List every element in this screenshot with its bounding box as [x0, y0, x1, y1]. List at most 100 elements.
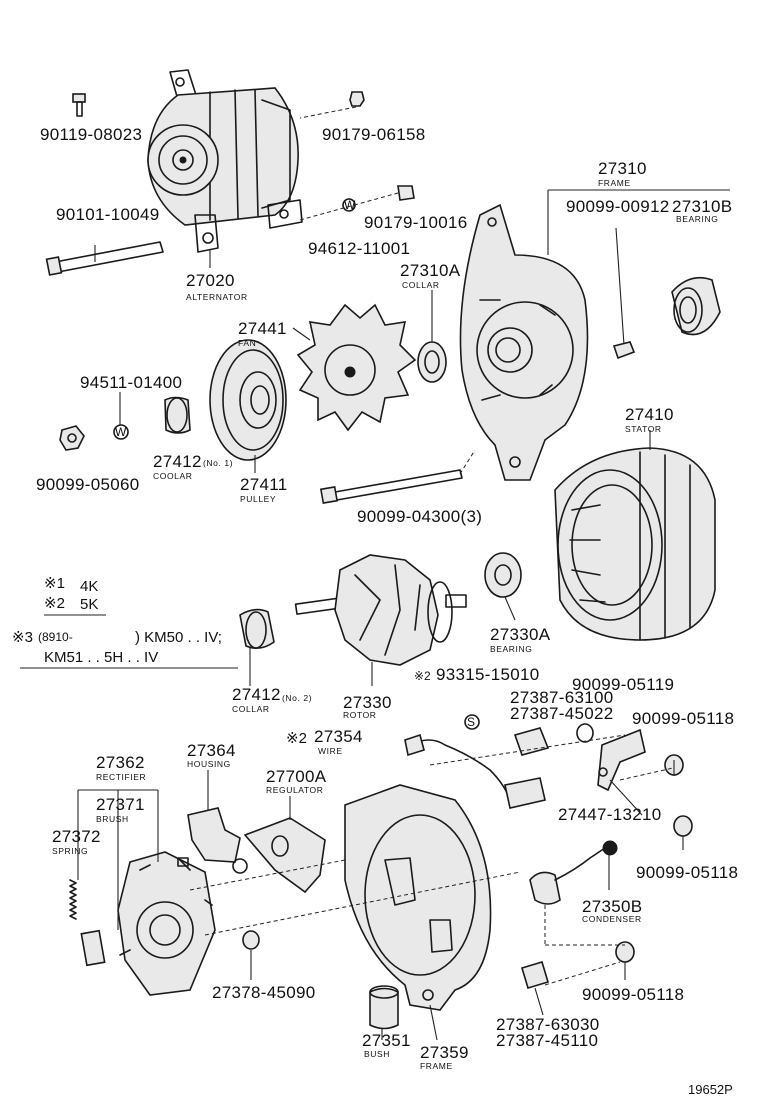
label-27410: 27410: [625, 405, 674, 424]
label-brush: BRUSH: [96, 814, 129, 824]
label-27310a: 27310A: [400, 261, 461, 280]
note-1-mark: ※1: [44, 575, 65, 592]
label-wire: WIRE: [318, 746, 343, 756]
label-stator: STATOR: [625, 424, 662, 434]
nut-90179-06158-drawing: [299, 91, 365, 119]
wire-27354-drawing: S: [404, 714, 546, 809]
label-27350b: 27350B: [582, 897, 642, 916]
label-27371: 27371: [96, 795, 145, 814]
label-27362: 27362: [96, 753, 145, 772]
label-27447-13210: 27447-13210: [558, 805, 662, 824]
label-27411: 27411: [240, 475, 288, 494]
fan-drawing: [296, 303, 417, 432]
svg-text:W: W: [115, 425, 127, 439]
label-pulley: PULLEY: [240, 494, 276, 504]
washer-nut-94612-drawing: W: [299, 185, 415, 221]
label-90099-05119: 90099-05119: [572, 675, 674, 694]
note-3-a: (8910-: [38, 630, 73, 644]
pulley-drawing: [209, 339, 287, 461]
label-27359: 27359: [420, 1043, 469, 1062]
label-27441: 27441: [238, 319, 287, 338]
label-27310: 27310: [598, 159, 647, 178]
label-93315-mark: ※2: [414, 669, 431, 683]
label-condenser: CONDENSER: [582, 914, 642, 924]
label-bush: BUSH: [364, 1049, 390, 1059]
nut-90099-05060-drawing: [59, 425, 85, 451]
nut-90099-05118-mid-drawing: [673, 815, 693, 837]
label-no2: (No. 2): [282, 693, 312, 703]
label-frame-top: FRAME: [598, 178, 631, 188]
rectifier-end-frame-drawing: [344, 784, 492, 1011]
note-3-mark: ※3: [12, 629, 33, 646]
label-coolar: COOLAR: [153, 471, 193, 481]
label-spring: SPRING: [52, 846, 88, 856]
bearing-27330a-drawing: [484, 552, 522, 598]
note-2-text: 5K: [80, 596, 98, 613]
bearing-27310b-drawing: [671, 276, 721, 336]
label-90099-04300: 90099-04300(3): [357, 507, 482, 526]
brush-housing-drawing: [187, 807, 248, 874]
label-94612-11001: 94612-11001: [308, 239, 410, 258]
note-2-mark: ※2: [44, 595, 65, 612]
rotor-drawing: [294, 554, 467, 666]
rectifier-drawing: [117, 851, 216, 996]
label-bearing-mid: BEARING: [490, 644, 532, 654]
label-27387-45110: 27387-45110: [496, 1031, 598, 1050]
spring-27372-drawing: [69, 879, 77, 920]
label-27412-no2: 27412: [232, 685, 281, 704]
label-90099-05118-c: 90099-05118: [582, 985, 684, 1004]
label-27700a: 27700A: [266, 767, 327, 786]
collar-27310a-drawing: [417, 341, 447, 383]
insulator-27387-63100-drawing: [513, 723, 594, 756]
label-27372: 27372: [52, 827, 101, 846]
long-bolt-90101-drawing: [45, 241, 164, 276]
label-27020: 27020: [186, 271, 235, 290]
label-27330: 27330: [343, 693, 392, 712]
collar-27412-no1-drawing: [164, 396, 191, 434]
label-90099-05118-b: 90099-05118: [636, 863, 738, 882]
bolt-90119-drawing: [72, 93, 86, 117]
label-90099-00912: 90099-00912: [566, 197, 670, 216]
label-regulator: REGULATOR: [266, 785, 324, 795]
condenser-drawing: [529, 840, 618, 905]
bush-drawing: [369, 985, 399, 1030]
label-27354: 27354: [314, 727, 363, 746]
label-rectifier: RECTIFIER: [96, 772, 146, 782]
label-90119-08023: 90119-08023: [40, 125, 142, 144]
alternator-assembly-drawing: [147, 69, 303, 253]
reference-code: 19652P: [688, 1082, 733, 1097]
label-rotor: ROTOR: [343, 710, 377, 720]
terminal-27447-drawing: [597, 728, 646, 792]
label-93315-15010: 93315-15010: [436, 665, 540, 684]
label-bearing-top: BEARING: [676, 214, 718, 224]
stator-drawing: [554, 447, 716, 641]
label-27351: 27351: [362, 1031, 411, 1050]
through-bolt-drawing: [319, 449, 476, 505]
brush-27371-drawing: [80, 929, 106, 967]
label-27387-63030: 27387-63030: [496, 1015, 600, 1034]
label-27330a: 27330A: [490, 625, 551, 644]
note-1-text: 4K: [80, 578, 98, 595]
insulator-27378-drawing: [242, 930, 260, 950]
label-90099-05118-a: 90099-05118: [632, 709, 734, 728]
note-3-c: KM51 . . 5H . . IV: [44, 649, 158, 666]
collar-27412-no2-drawing: [239, 608, 275, 650]
label-27364: 27364: [187, 741, 236, 760]
label-collar-mid: COLLAR: [232, 704, 270, 714]
insulator-27387-63030-drawing: [521, 961, 549, 989]
note-3-b: ) KM50 . . IV;: [135, 629, 222, 646]
label-27387-45022: 27387-45022: [510, 704, 614, 723]
label-27310b: 27310B: [672, 197, 732, 216]
label-housing: HOUSING: [187, 759, 231, 769]
label-27378-45090: 27378-45090: [212, 983, 316, 1002]
label-90179-06158: 90179-06158: [322, 125, 426, 144]
label-27412-no1: 27412: [153, 452, 202, 471]
label-90179-10016: 90179-10016: [364, 213, 468, 232]
svg-text:S: S: [467, 715, 475, 729]
label-90099-05060: 90099-05060: [36, 475, 140, 494]
label-alternator: ALTERNATOR: [186, 292, 248, 302]
regulator-drawing: [243, 817, 326, 894]
label-27354-mark: ※2: [286, 730, 307, 747]
spring-washer-94511-drawing: W: [113, 424, 129, 440]
